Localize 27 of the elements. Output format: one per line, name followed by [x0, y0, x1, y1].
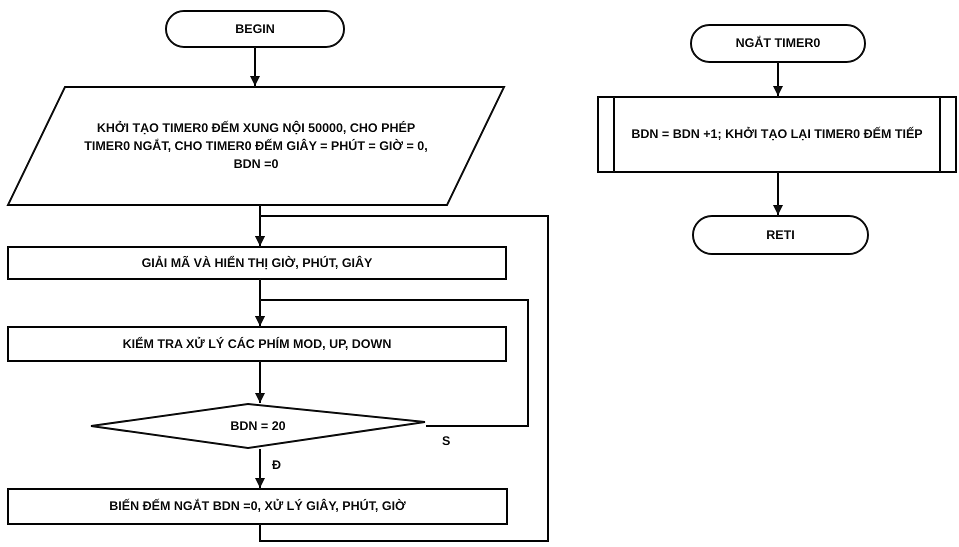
terminal-shape: [165, 10, 345, 48]
arrow: [773, 173, 783, 215]
node-label: BDN = BDN +1; KHỞI TẠO LẠI TIMER0 ĐẾM TIẾP: [631, 126, 923, 144]
node-label: BDN = 20: [230, 418, 286, 435]
subroutine-box: [597, 96, 957, 173]
input-parallelogram: [7, 86, 505, 206]
node-label: RETI: [766, 226, 795, 244]
node-label: GIẢI MÃ VÀ HIỂN THỊ GIỜ, PHÚT, GIÂY: [142, 254, 372, 272]
arrow: [255, 449, 265, 488]
process-box: [7, 326, 507, 362]
arrow: [255, 299, 529, 427]
node-label: KIỂM TRA XỬ LÝ CÁC PHÍM MOD, UP, DOWN: [122, 336, 392, 353]
node-label: BIẾN ĐẾM NGẮT BDN =0, XỬ LÝ GIÂY, PHÚT, GIỜ: [109, 498, 406, 516]
node-label: BEGIN: [235, 20, 275, 38]
arrow: [773, 63, 783, 96]
node-label: NGẮT TIMER0: [736, 34, 820, 52]
process-box: [7, 488, 508, 525]
arrow: [250, 48, 260, 86]
arrow: [255, 362, 265, 403]
edge-label: S: [440, 434, 452, 448]
decision-diamond: [90, 403, 426, 449]
arrow: [255, 215, 549, 542]
node-label: KHỞI TẠO TIMER0 ĐẾM XUNG NỘI 50000, CHO PHÉP TIMER0 NGẮT, CHO TIMER0 ĐẾM GIÂY = PHÚT = GIỜ = 0, BDN =0: [83, 120, 429, 174]
edge-label: Đ: [270, 458, 284, 472]
terminal-shape: [690, 24, 866, 63]
terminal-shape: [692, 215, 869, 255]
process-box: [7, 246, 507, 280]
